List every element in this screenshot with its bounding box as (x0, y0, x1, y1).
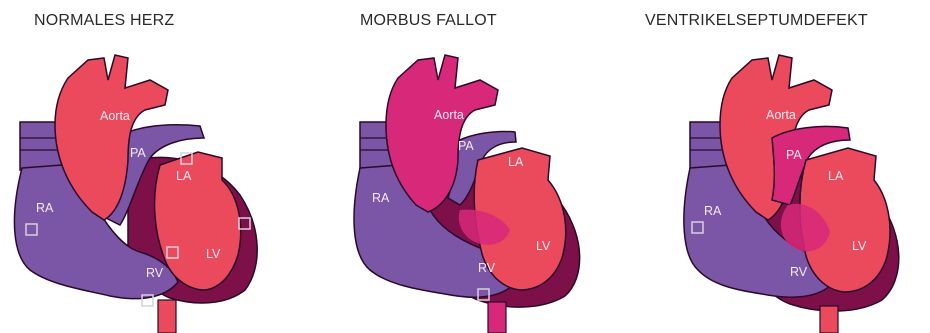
vsd-heart-diagram: Aorta PA LA RA LV RV (620, 0, 930, 333)
inferior-vessel (488, 302, 506, 333)
label-lv: LV (852, 239, 867, 253)
label-ra: RA (704, 204, 722, 218)
label-rv: RV (790, 265, 808, 279)
label-la: LA (828, 169, 844, 183)
label-aorta: Aorta (766, 108, 796, 122)
panel-normal-heart: NORMALES HERZ Aorta PA LA RA LV RV (0, 0, 310, 333)
label-pa: PA (458, 139, 474, 153)
label-pa: PA (786, 148, 802, 162)
label-rv: RV (146, 266, 164, 280)
panel-fallot: MORBUS FALLOT Aorta PA LA RA LV RV (310, 0, 620, 333)
label-aorta: Aorta (100, 109, 130, 123)
label-la: LA (176, 169, 192, 183)
label-lv: LV (206, 247, 221, 261)
label-aorta: Aorta (434, 108, 464, 122)
label-lv: LV (536, 239, 551, 253)
inferior-vessel (158, 300, 176, 333)
label-rv: RV (478, 261, 496, 275)
inferior-vessel (820, 306, 838, 333)
label-ra: RA (36, 201, 54, 215)
normal-heart-diagram: Aorta PA LA RA LV RV (0, 0, 310, 333)
label-la: LA (508, 155, 524, 169)
fallot-heart-diagram: Aorta PA LA RA LV RV (310, 0, 620, 333)
label-ra: RA (372, 191, 390, 205)
panel-vsd: VENTRIKELSEPTUMDEFEKT Aorta PA LA RA LV … (620, 0, 930, 333)
label-pa: PA (130, 146, 146, 160)
